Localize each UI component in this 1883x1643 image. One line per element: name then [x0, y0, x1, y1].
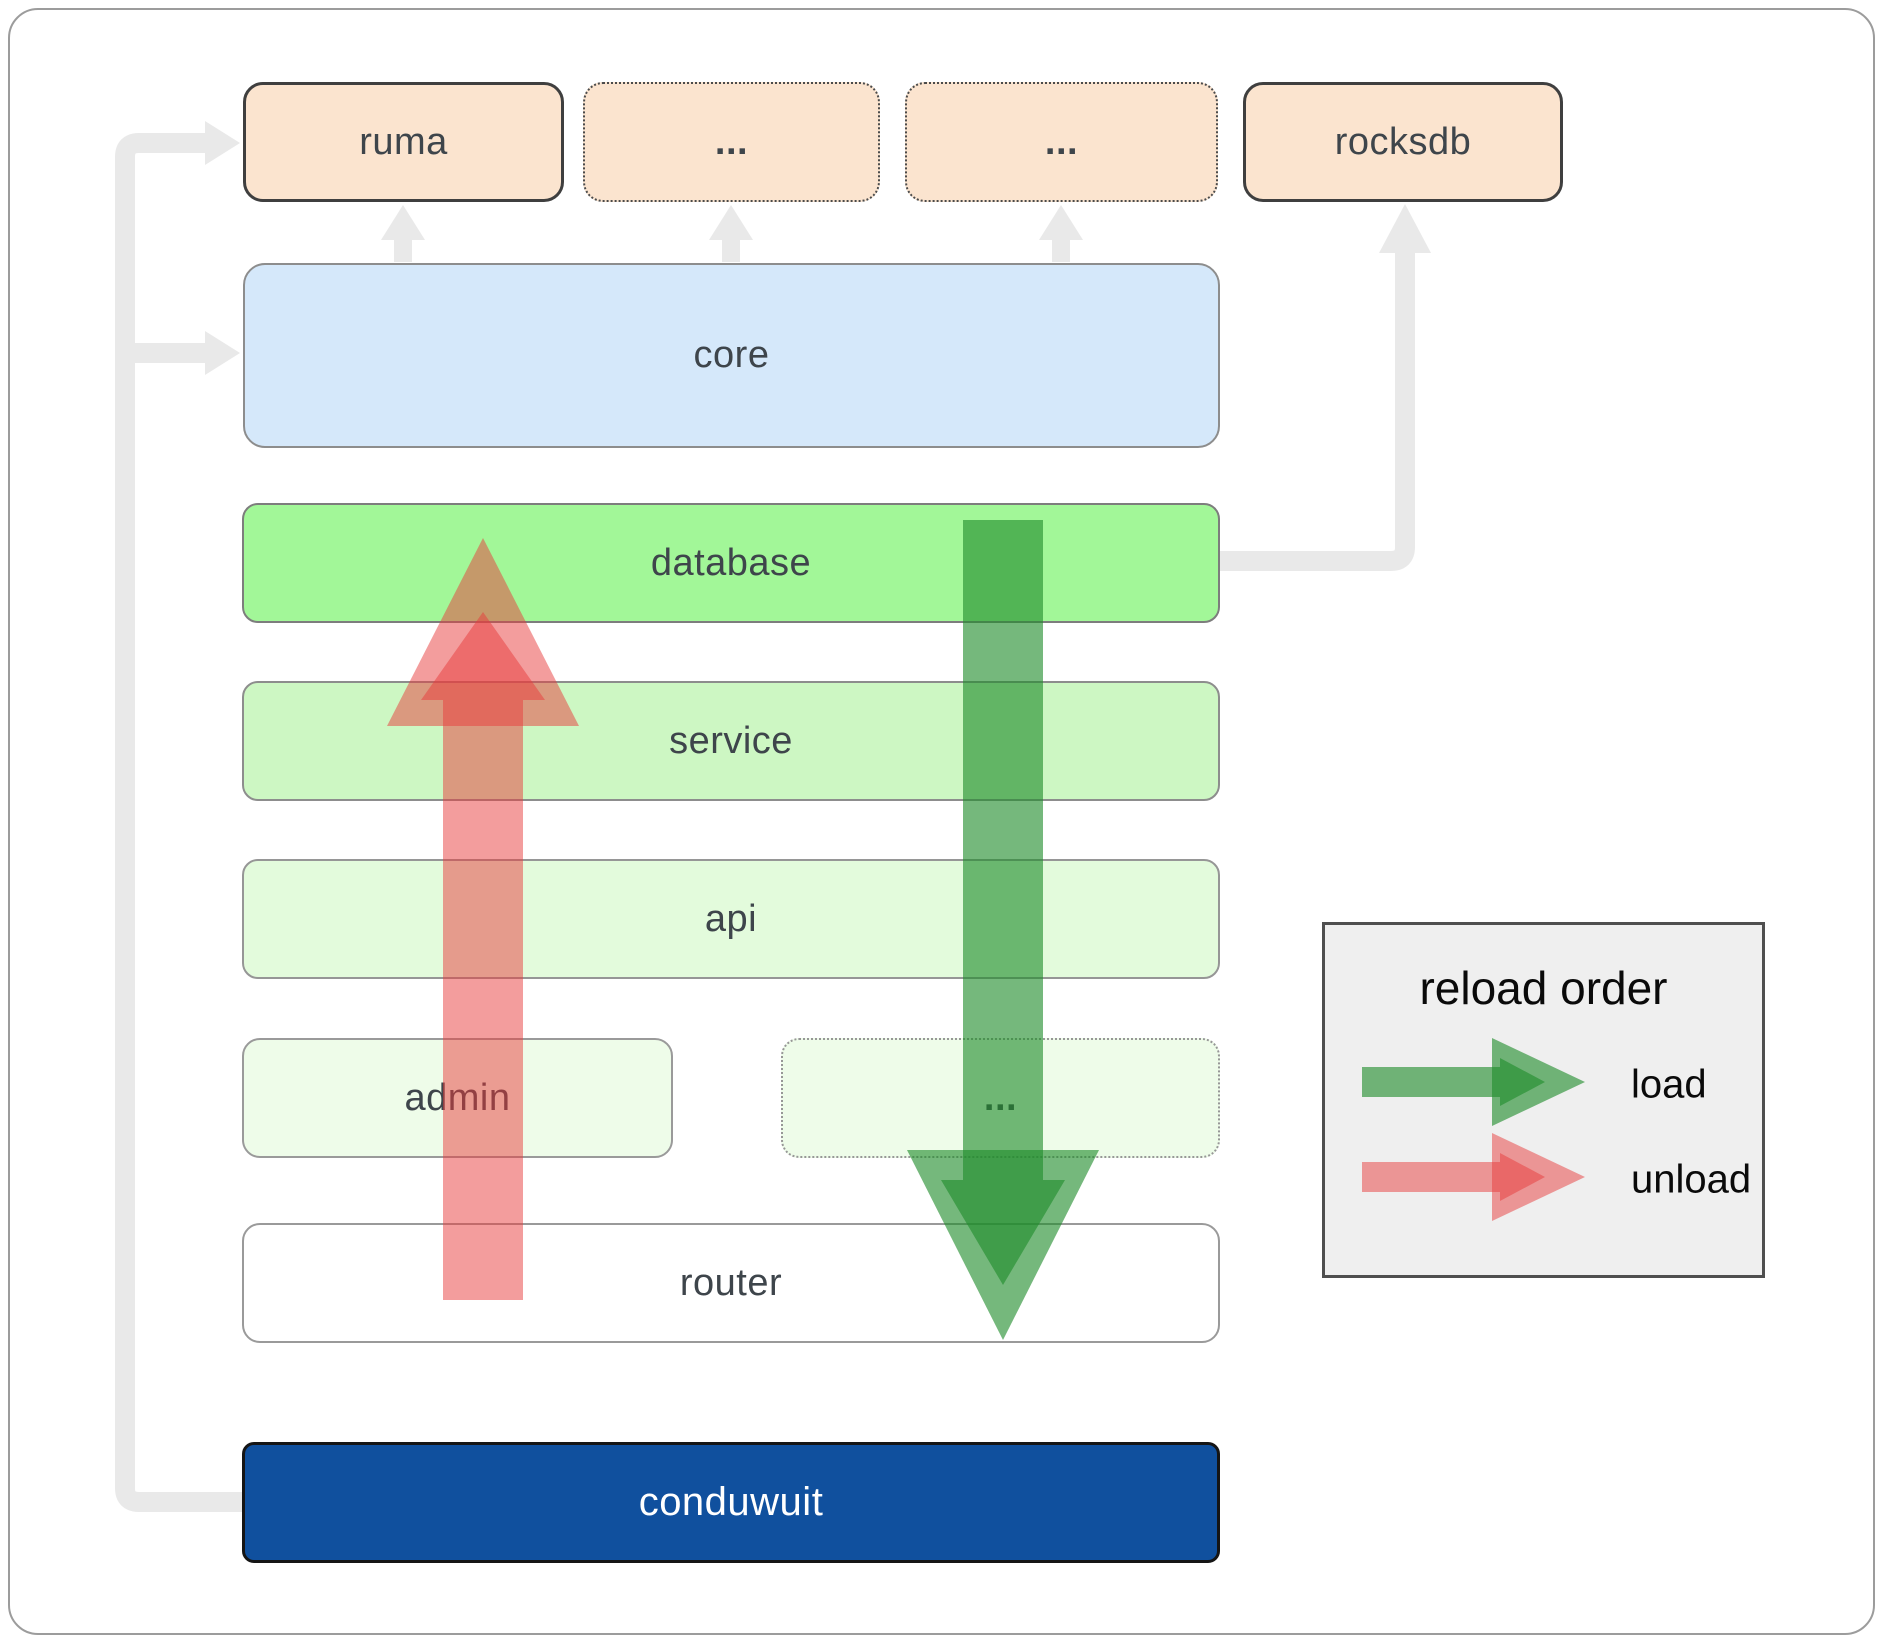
node-service: service — [242, 681, 1220, 801]
legend-label-load: load — [1631, 1062, 1707, 1107]
node-conduwuit: conduwuit — [242, 1442, 1220, 1563]
node-database: database — [242, 503, 1220, 623]
node-admin-label: admin — [404, 1076, 511, 1119]
node-rocksdb-label: rocksdb — [1334, 120, 1472, 163]
node-core-label: core — [693, 334, 770, 376]
node-modules-ellipsis-label: ... — [983, 1076, 1018, 1119]
node-external-ellipsis-1: ... — [583, 82, 880, 202]
node-ruma: ruma — [243, 82, 564, 202]
diagram-frame — [8, 8, 1875, 1635]
node-rocksdb: rocksdb — [1243, 82, 1563, 202]
node-router: router — [242, 1223, 1220, 1343]
node-api: api — [242, 859, 1220, 979]
node-external-ellipsis-2: ... — [905, 82, 1218, 202]
legend-label-unload: unload — [1631, 1157, 1752, 1202]
legend: reload order load unload — [1322, 922, 1765, 1278]
node-ruma-label: ruma — [359, 120, 448, 163]
node-router-label: router — [679, 1261, 783, 1304]
legend-title: reload order — [1419, 962, 1668, 1014]
node-core: core — [243, 263, 1220, 448]
node-modules-ellipsis: ... — [781, 1038, 1220, 1158]
node-service-label: service — [669, 719, 793, 762]
node-api-label: api — [704, 897, 758, 940]
node-external-ellipsis-2-label: ... — [1044, 120, 1079, 163]
node-external-ellipsis-1-label: ... — [714, 120, 749, 163]
node-database-label: database — [650, 541, 812, 584]
node-conduwuit-label: conduwuit — [638, 1480, 824, 1524]
node-admin: admin — [242, 1038, 673, 1158]
